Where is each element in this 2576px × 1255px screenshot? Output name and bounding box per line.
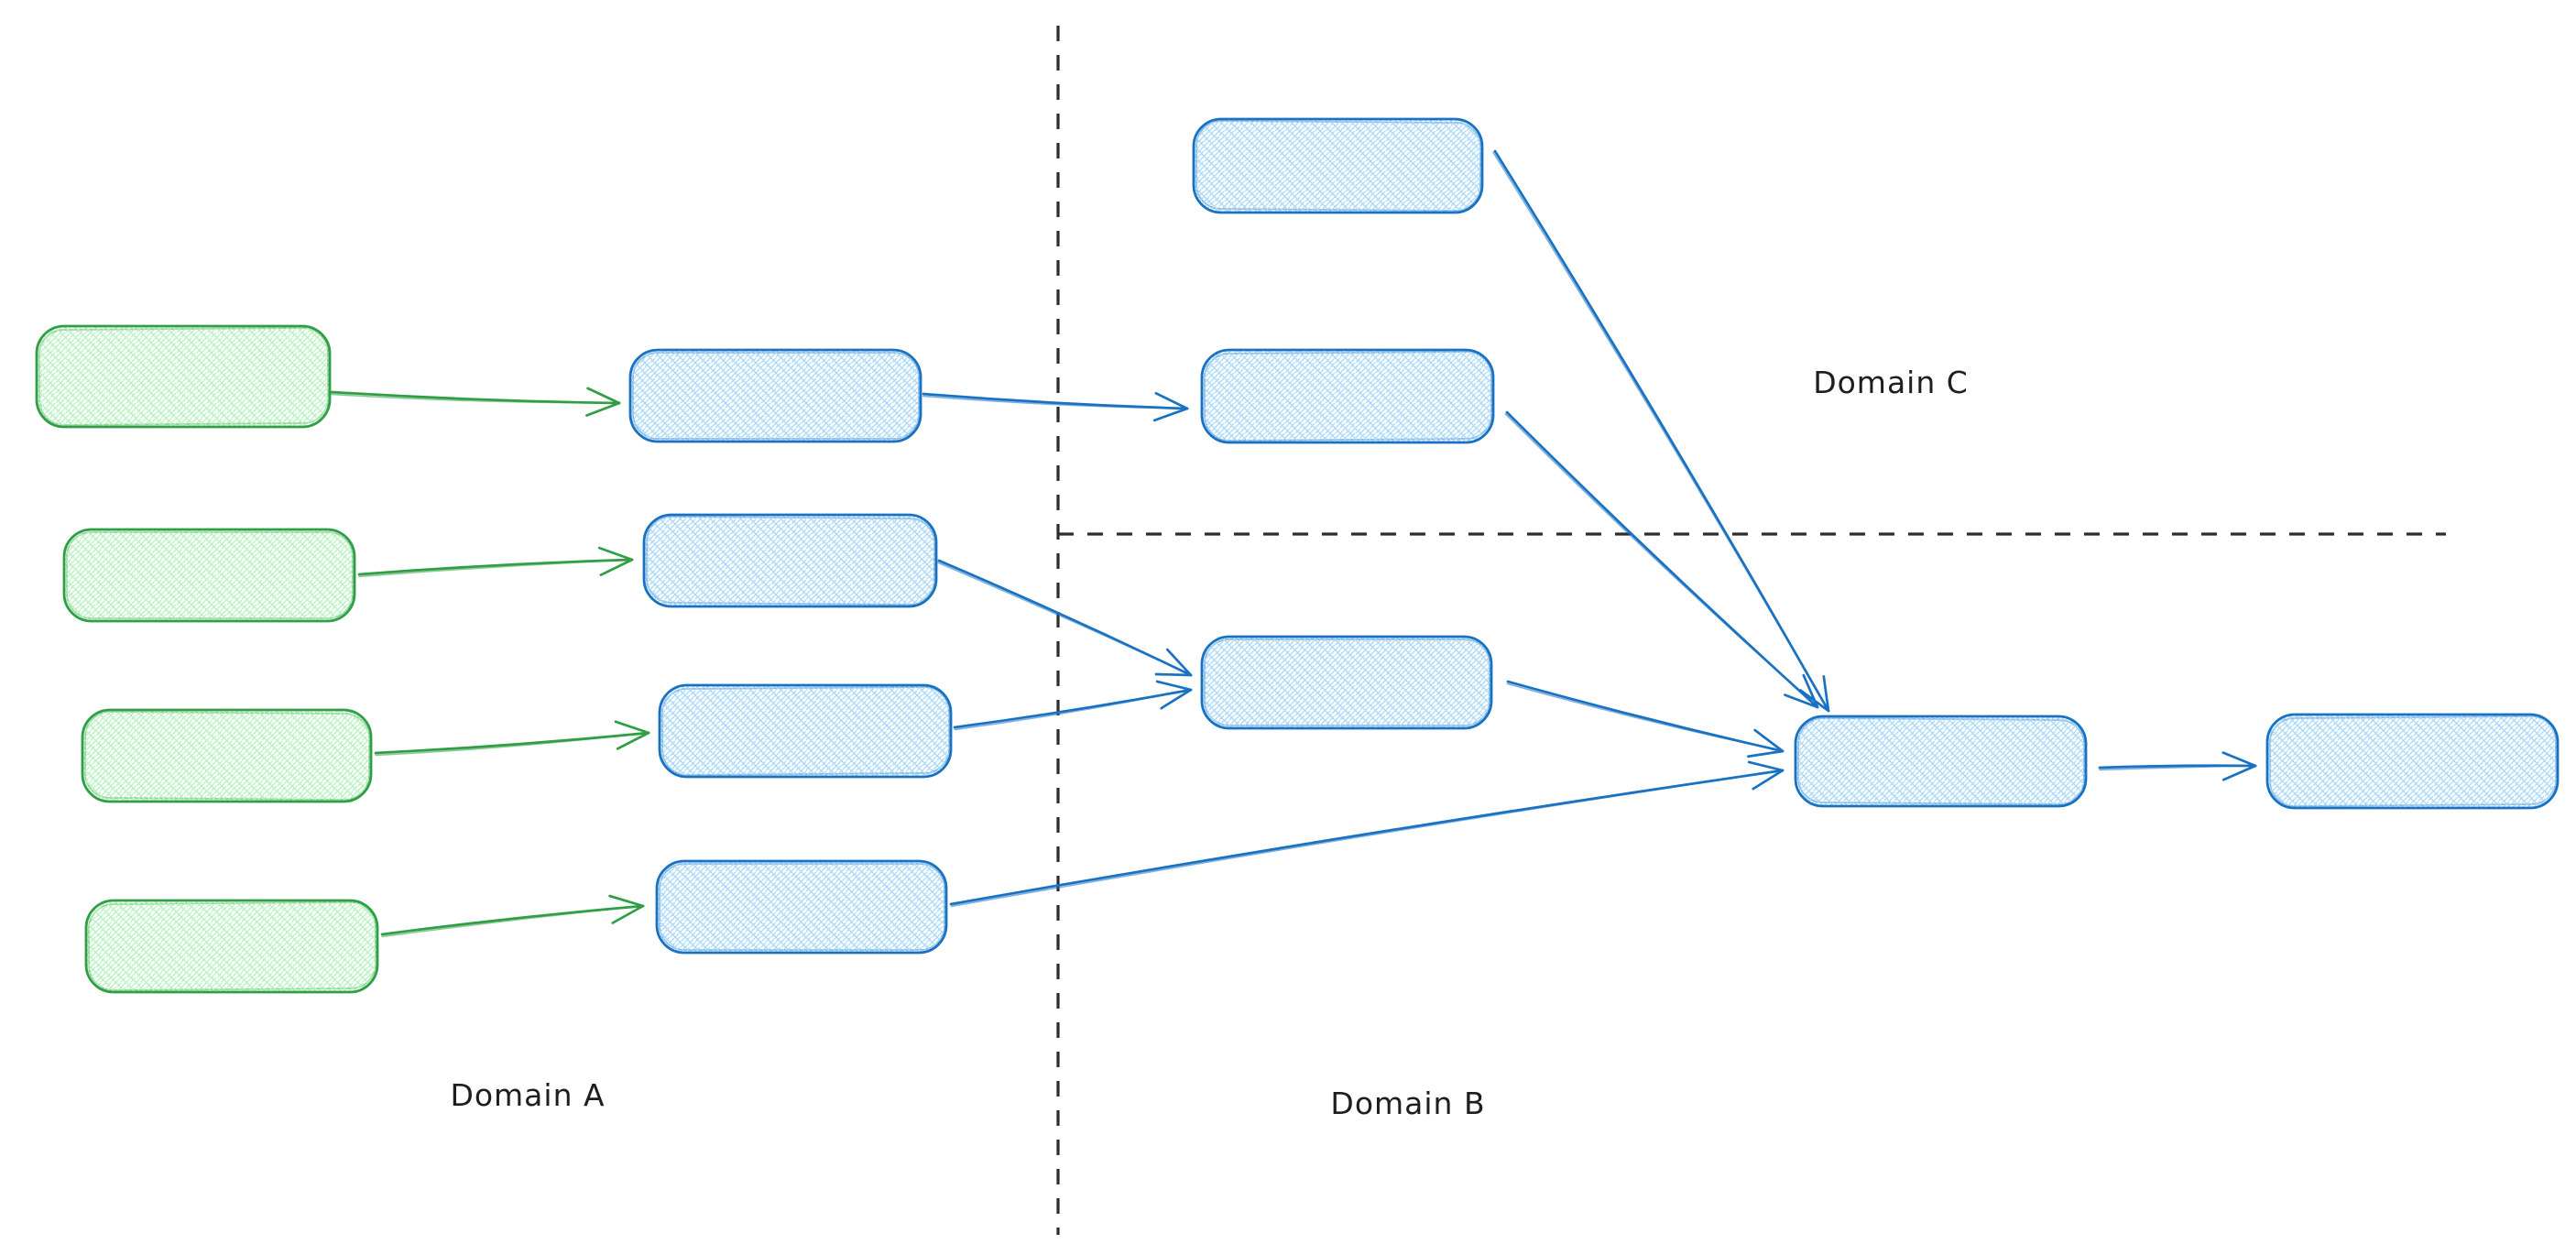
- arrowhead-line: [1160, 688, 1193, 710]
- node-shape: [2265, 713, 2560, 810]
- arrowhead-line: [2221, 764, 2257, 781]
- arrowhead-line: [614, 720, 650, 735]
- arrow-shaft: [380, 904, 645, 936]
- arrow-shaft: [2098, 764, 2257, 769]
- node-shape: [628, 348, 922, 443]
- arrowhead-line: [608, 894, 645, 908]
- domain-label-2[interactable]: Domain C: [1813, 365, 1969, 400]
- arrowhead-line: [616, 731, 650, 750]
- node-g3-domain-a[interactable]: [81, 708, 373, 803]
- domain-label-1[interactable]: Domain B: [1330, 1086, 1485, 1121]
- node-a4-domain-a[interactable]: [655, 859, 948, 955]
- edge-layer: [330, 149, 2257, 938]
- arrow-g2-to-a2[interactable]: [357, 546, 634, 578]
- arrowhead-line: [1802, 673, 1819, 709]
- arrow-shaft-echo: [358, 559, 628, 578]
- arrowhead-line: [1155, 680, 1193, 692]
- arrowhead-line: [586, 387, 621, 405]
- arrow-shaft-echo: [937, 562, 1187, 674]
- node-shape: [1192, 117, 1484, 214]
- arrowhead-line: [1822, 675, 1830, 713]
- arrow-a2-to-b1[interactable]: [937, 559, 1193, 677]
- node-shape: [1200, 635, 1493, 730]
- arrowhead-line: [585, 401, 621, 417]
- node-g4-domain-a[interactable]: [84, 899, 379, 994]
- arrowhead-line: [1152, 407, 1189, 422]
- arrow-g1-to-a1[interactable]: [330, 387, 621, 417]
- arrow-b2-to-b3[interactable]: [2098, 751, 2257, 781]
- arrowhead-line: [1753, 728, 1785, 753]
- arrow-c1-to-b2[interactable]: [1492, 149, 1830, 713]
- node-shape: [35, 324, 332, 429]
- node-a3-domain-a[interactable]: [658, 683, 953, 779]
- domain-divider-layer: [1056, 26, 2446, 1235]
- arrow-shaft: [949, 769, 1785, 906]
- node-shape: [1200, 348, 1495, 444]
- node-c2-domain-c[interactable]: [1200, 348, 1495, 444]
- arrow-b1-to-b2[interactable]: [1506, 680, 1785, 758]
- node-b1-domain-b[interactable]: [1200, 635, 1493, 730]
- node-shape: [81, 708, 373, 803]
- arrowhead-line: [1784, 693, 1819, 709]
- node-shape: [642, 513, 938, 608]
- node-shape: [62, 528, 356, 623]
- arrowhead-line: [1154, 391, 1189, 410]
- arrowhead-line: [2221, 751, 2257, 768]
- node-layer: [35, 117, 2560, 994]
- arrow-shaft: [937, 559, 1193, 677]
- arrowhead-line: [1747, 749, 1785, 758]
- node-c1-domain-c[interactable]: [1192, 117, 1484, 214]
- arrow-shaft: [1505, 410, 1819, 709]
- arrow-a3-to-b1[interactable]: [953, 680, 1193, 731]
- arrow-g4-to-a4[interactable]: [380, 894, 645, 938]
- node-b2-domain-b[interactable]: [1794, 715, 2088, 808]
- arrow-shaft: [374, 731, 650, 755]
- arrowhead-line: [1747, 760, 1785, 772]
- arrow-c2-to-b2[interactable]: [1504, 410, 1819, 709]
- node-shape: [655, 859, 948, 955]
- node-shape: [1794, 715, 2088, 808]
- arrow-shaft-echo: [1492, 151, 1827, 707]
- arrow-shaft: [1506, 680, 1785, 753]
- arrowhead-line: [599, 558, 634, 577]
- arrow-g3-to-a3[interactable]: [374, 720, 650, 757]
- arrow-shaft: [357, 558, 634, 576]
- node-a1-domain-a[interactable]: [628, 348, 922, 443]
- arrow-a1-to-c2[interactable]: [922, 391, 1189, 422]
- arrow-shaft: [953, 688, 1193, 729]
- node-g2-domain-a[interactable]: [62, 528, 356, 623]
- arrow-shaft: [1493, 149, 1830, 713]
- label-layer: Domain A Domain B Domain C: [450, 365, 1969, 1121]
- node-shape: [84, 899, 379, 994]
- arrowhead-line: [1165, 648, 1193, 677]
- node-a2-domain-a[interactable]: [642, 513, 938, 608]
- arrow-shaft: [922, 392, 1189, 410]
- arrowhead-line: [1752, 769, 1785, 791]
- arrow-a4-to-b2[interactable]: [949, 760, 1785, 908]
- arrowhead-line: [1154, 672, 1193, 677]
- arrowhead-line: [597, 546, 634, 562]
- arrow-shaft: [330, 390, 621, 405]
- node-b3-domain-b[interactable]: [2265, 713, 2560, 810]
- arrow-shaft-echo: [950, 770, 1778, 908]
- node-shape: [658, 683, 953, 779]
- domain-label-0[interactable]: Domain A: [450, 1077, 605, 1113]
- arrowhead-line: [611, 904, 645, 924]
- node-g1-domain-a[interactable]: [35, 324, 332, 429]
